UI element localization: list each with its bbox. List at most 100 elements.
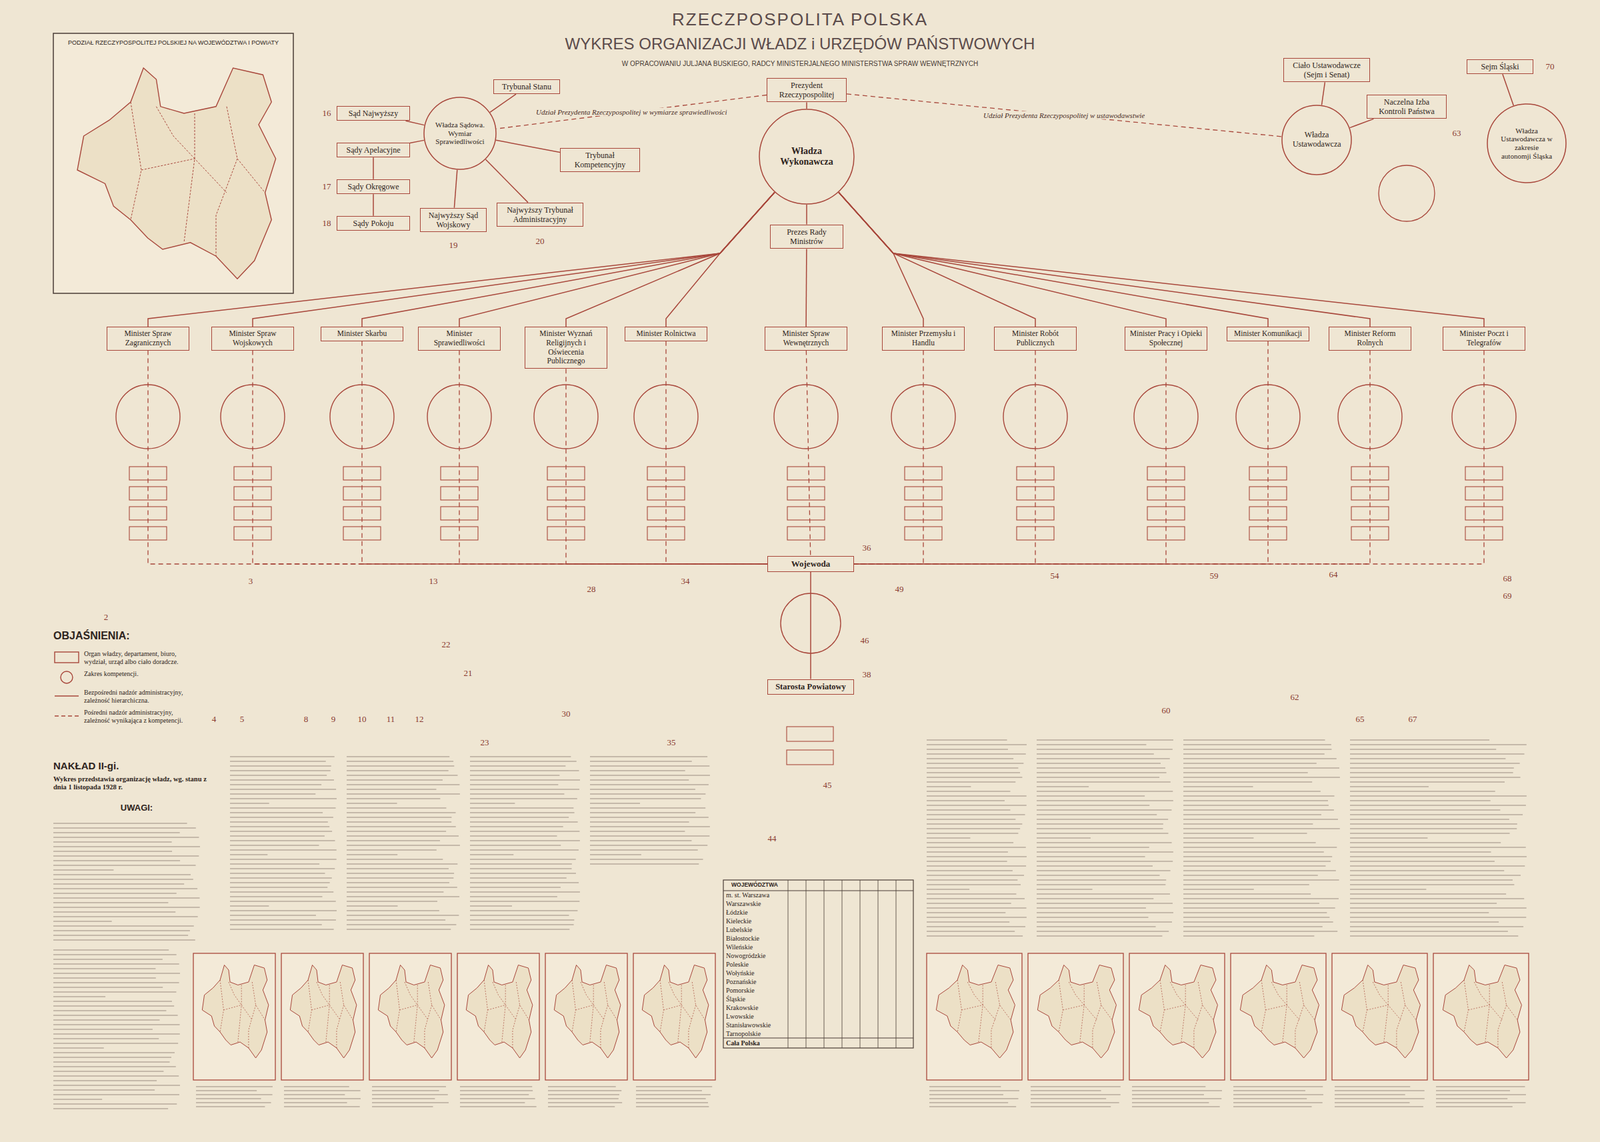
province-border [336,1005,344,1049]
note-text-line [1350,739,1490,741]
note-text-line [470,788,580,790]
note-text-line [230,844,319,846]
office-box: Ciało Ustawodawcze (Sejm i Senat) [1283,58,1370,83]
note-text-line [1132,1098,1222,1100]
note-text-line [470,882,579,884]
note-text-line [1183,781,1312,783]
notes-title: UWAGI: [120,803,153,814]
note-text-line [53,991,176,993]
note-text-line [1030,1098,1106,1100]
connector-line [854,341,1268,564]
note-text-line [346,807,446,809]
mini-map-frame [281,953,364,1080]
province-border [575,1005,604,1021]
note-text-line [1350,935,1518,937]
connector-line [854,350,1370,564]
note-text-line [548,1098,619,1100]
province-border [604,982,617,1020]
province-border [1265,1005,1300,1021]
note-text-line [926,874,1024,876]
note-text-line [1350,902,1497,904]
note-text-line [53,1047,104,1049]
note-text-line [53,1000,172,1002]
node-text: Sąd Najwyższy [340,108,406,118]
note-text-line [636,1106,709,1108]
competence-circle [774,384,838,449]
note-text-line [1183,772,1308,774]
office-box: Trybunał Kompetencyjny [560,148,640,173]
note-text-line [1036,856,1146,858]
note-text-line [926,842,1014,844]
table-cell: Krakowskie [726,1004,758,1012]
table-rule [723,890,914,892]
note-text-line [53,982,180,984]
province-border [340,982,353,1020]
note-text-line [1233,1094,1324,1096]
note-text-line [53,930,190,932]
note-text-line [1183,790,1321,792]
note-text-line [926,804,1027,806]
note-text-line [1350,809,1500,811]
note-text-line [53,860,180,862]
note-text-line [1183,921,1334,923]
note-text-line [53,1075,179,1077]
table-cell: Cała Polska [726,1039,760,1048]
note-text-line [590,854,642,856]
note-text-line [926,795,1027,797]
note-text-line [1030,1094,1121,1096]
note-text-line [1183,851,1324,853]
note-text-line [230,784,322,786]
note-text-line [346,812,456,814]
note-text-line [636,1094,711,1096]
callout-number: 34 [681,576,690,587]
country-outline [202,965,269,1059]
note-text-line [1036,786,1089,788]
note-text-line [346,886,458,888]
callout-number: 4 [212,714,217,725]
note-text-line [1036,800,1174,802]
note-text-line [284,1090,361,1092]
note-text-line [1183,804,1329,806]
office-box: Minister Sprawiedliwości [418,326,501,351]
office-box: Starosta Powiatowy [767,679,854,695]
note-text-line [1183,916,1330,918]
note-text-line [590,770,686,772]
note-text-line [926,851,1008,853]
province-border [678,985,682,1043]
note-text-line [53,846,200,848]
mini-map-frame [1129,953,1225,1080]
connector-line [854,350,1484,564]
note-text-line [53,1042,178,1044]
note-text-line [926,921,1010,923]
note-text-line [1183,814,1322,816]
note-text-line [929,1102,1008,1104]
note-text-line [590,816,709,818]
note-text-line [1350,870,1504,872]
note-text-line [230,756,335,758]
connector-line [666,192,775,327]
province-border [1194,1005,1203,1049]
connector-line [838,192,1484,327]
note-text-line [1233,1086,1323,1088]
note-text-line [590,784,709,786]
note-text-line [53,850,172,852]
note-text-line [53,1014,178,1016]
province-border [502,985,506,1043]
note-text-line [53,888,198,890]
node-text: Minister Komunikacji [1230,329,1306,339]
note-text-line [53,864,196,866]
table-cell: Poznańskie [726,978,757,986]
mini-map-frame [1028,953,1124,1080]
legend-sample [53,670,80,685]
note-text-line [926,744,1027,746]
note-text-line [230,788,336,790]
note-text-line [53,1066,176,1068]
note-text-line [1350,758,1506,760]
note-text-line [1036,758,1170,760]
table-rule [824,880,825,1048]
note-text-line [346,844,460,846]
callout-number: 67 [1408,714,1418,725]
office-box: Minister Rolnictwa [624,326,708,342]
mini-map-frame [1230,953,1326,1080]
table-header: WOJEWÓDZTWA [731,882,778,889]
